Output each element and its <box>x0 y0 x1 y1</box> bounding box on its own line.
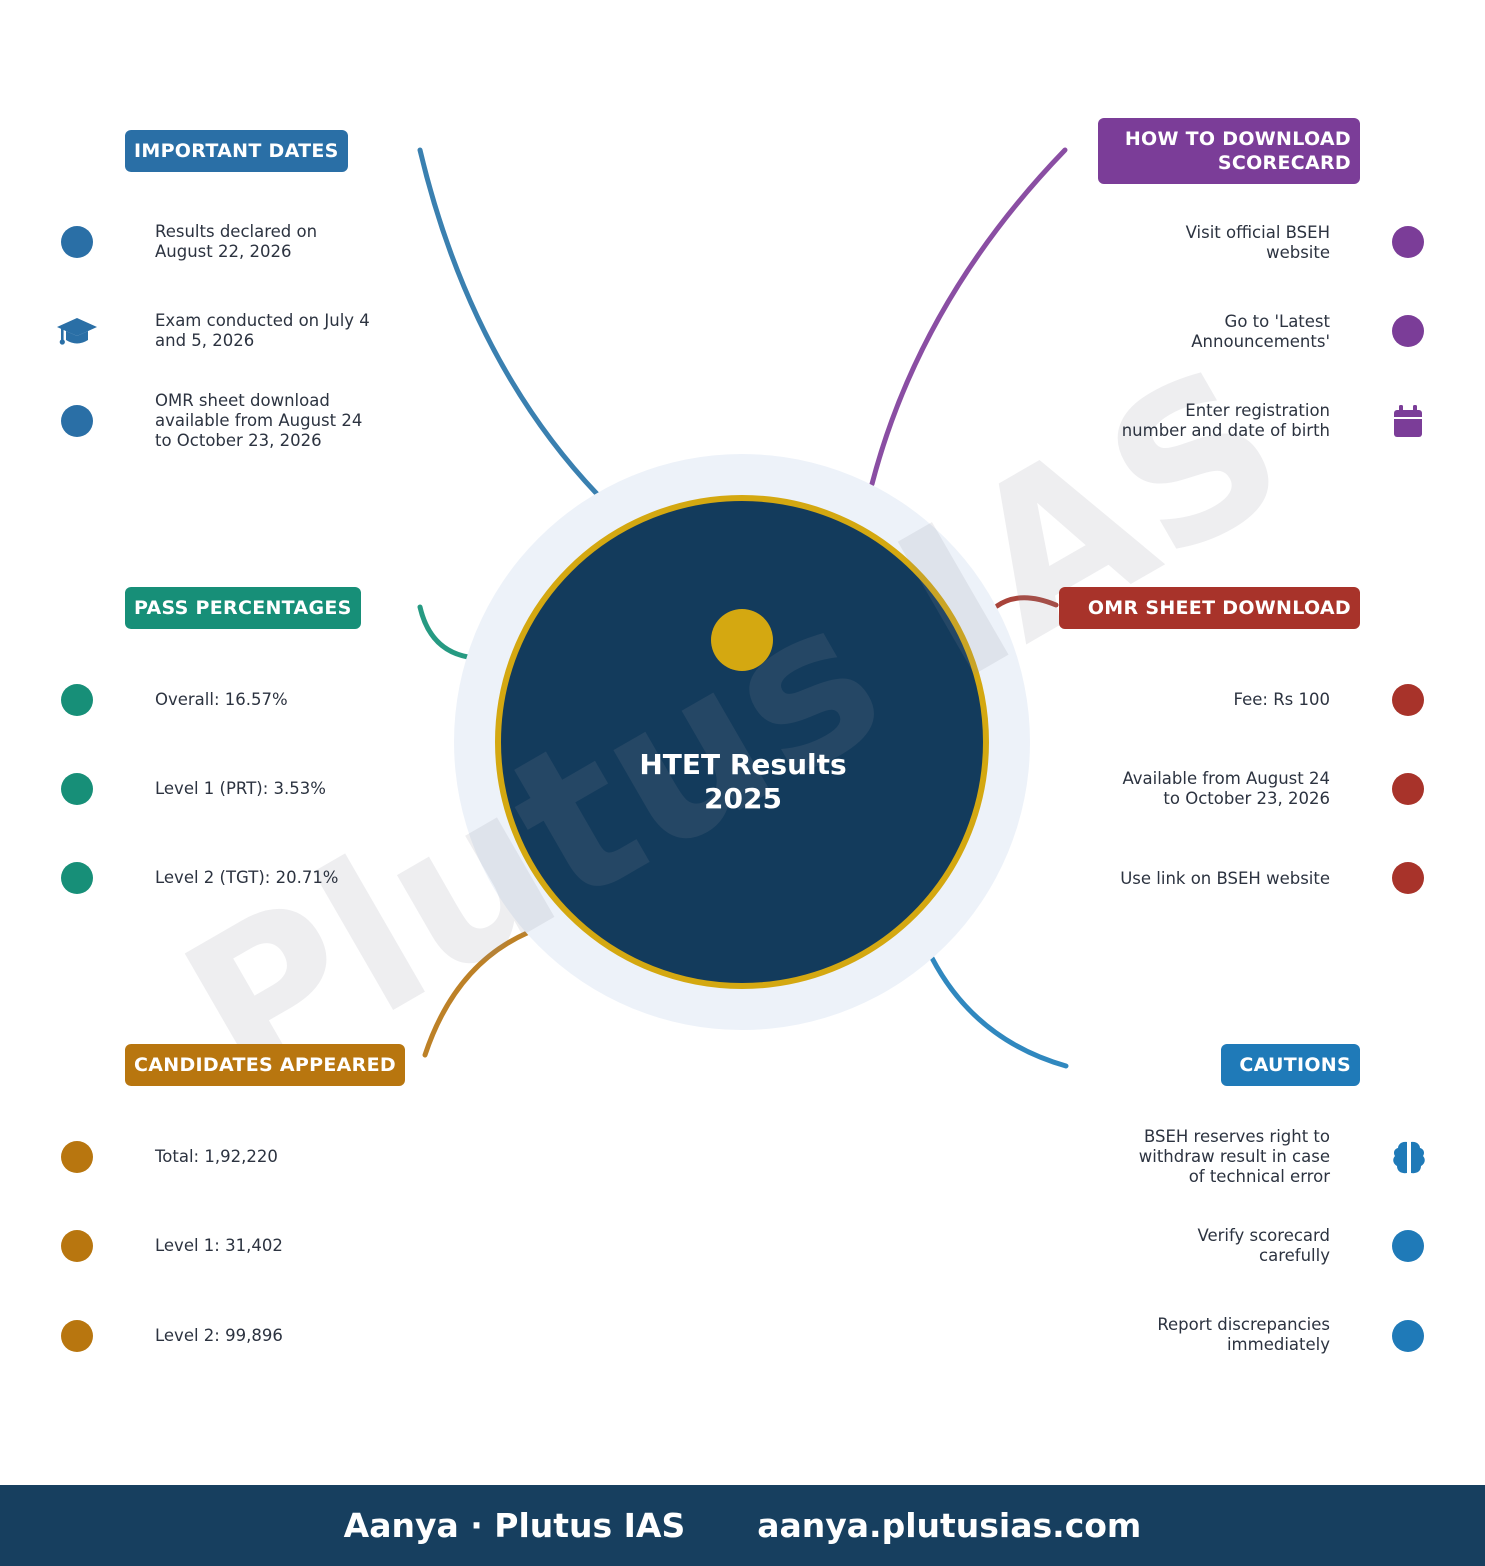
cautions-bullet-3 <box>1392 1320 1424 1352</box>
download-bullet-2 <box>1392 315 1424 347</box>
label-important-dates: IMPORTANT DATES <box>125 130 348 172</box>
label-cautions: CAUTIONS <box>1221 1044 1360 1086</box>
cautions-item-2: Verify scorecard carefully <box>1197 1226 1330 1265</box>
pass-bullet-2 <box>61 773 93 805</box>
omr-item-2: Available from August 24 to October 23, … <box>1122 769 1330 808</box>
center-title: HTET Results 2025 <box>639 748 847 815</box>
connector-omr <box>994 595 1059 609</box>
dates-item-3: OMR sheet download available from August… <box>155 391 363 450</box>
omr-bullet-3 <box>1392 862 1424 894</box>
dates-bullet-1 <box>61 226 93 258</box>
label-candidates-appeared: CANDIDATES APPEARED <box>125 1044 405 1086</box>
omr-item-3: Use link on BSEH website <box>1120 869 1330 888</box>
cautions-item-1: BSEH reserves right to withdraw result i… <box>1138 1127 1330 1186</box>
center-accent-dot <box>711 609 773 671</box>
omr-bullet-2 <box>1392 773 1424 805</box>
graduation-cap-icon <box>57 318 97 345</box>
download-item-1: Visit official BSEH website <box>1185 223 1330 262</box>
calendar-icon <box>1394 405 1422 437</box>
label-how-to-download: HOW TO DOWNLOAD SCORECARD <box>1098 118 1360 184</box>
center-node <box>495 495 989 989</box>
omr-bullet-1 <box>1392 684 1424 716</box>
connector-download <box>869 147 1068 487</box>
pass-bullet-3 <box>61 862 93 894</box>
brain-icon <box>1393 1141 1425 1174</box>
cautions-bullet-2 <box>1392 1230 1424 1262</box>
dates-item-1: Results declared on August 22, 2026 <box>155 222 318 261</box>
pass-item-2: Level 1 (PRT): 3.53% <box>155 779 326 798</box>
connector-dates <box>417 147 600 497</box>
download-item-2: Go to 'Latest Announcements' <box>1191 312 1330 351</box>
candidates-item-3: Level 2: 99,896 <box>155 1326 283 1345</box>
pass-item-1: Overall: 16.57% <box>155 690 288 709</box>
footer-bar: Aanya · Plutus IAS aanya.plutusias.com <box>0 1485 1485 1566</box>
download-bullet-1 <box>1392 226 1424 258</box>
dates-item-2: Exam conducted on July 4 and 5, 2026 <box>155 311 370 350</box>
candidates-item-2: Level 1: 31,402 <box>155 1236 283 1255</box>
connector-cautions <box>929 955 1069 1069</box>
candidates-bullet-2 <box>61 1230 93 1262</box>
candidates-bullet-1 <box>61 1141 93 1173</box>
candidates-bullet-3 <box>61 1320 93 1352</box>
connector-candidates <box>422 930 530 1058</box>
label-pass-percentages: PASS PERCENTAGES <box>125 587 361 629</box>
candidates-item-1: Total: 1,92,220 <box>155 1147 278 1166</box>
cautions-item-3: Report discrepancies immediately <box>1157 1315 1330 1354</box>
connector-pass <box>417 604 471 660</box>
omr-item-1: Fee: Rs 100 <box>1233 690 1331 709</box>
pass-bullet-1 <box>61 684 93 716</box>
dates-bullet-3 <box>61 405 93 437</box>
label-omr-sheet-download: OMR SHEET DOWNLOAD <box>1059 587 1360 629</box>
footer-brand: Aanya · Plutus IAS <box>343 1506 686 1545</box>
footer-url[interactable]: aanya.plutusias.com <box>757 1506 1142 1545</box>
pass-item-3: Level 2 (TGT): 20.71% <box>155 868 339 887</box>
download-item-3: Enter registration number and date of bi… <box>1121 401 1330 440</box>
